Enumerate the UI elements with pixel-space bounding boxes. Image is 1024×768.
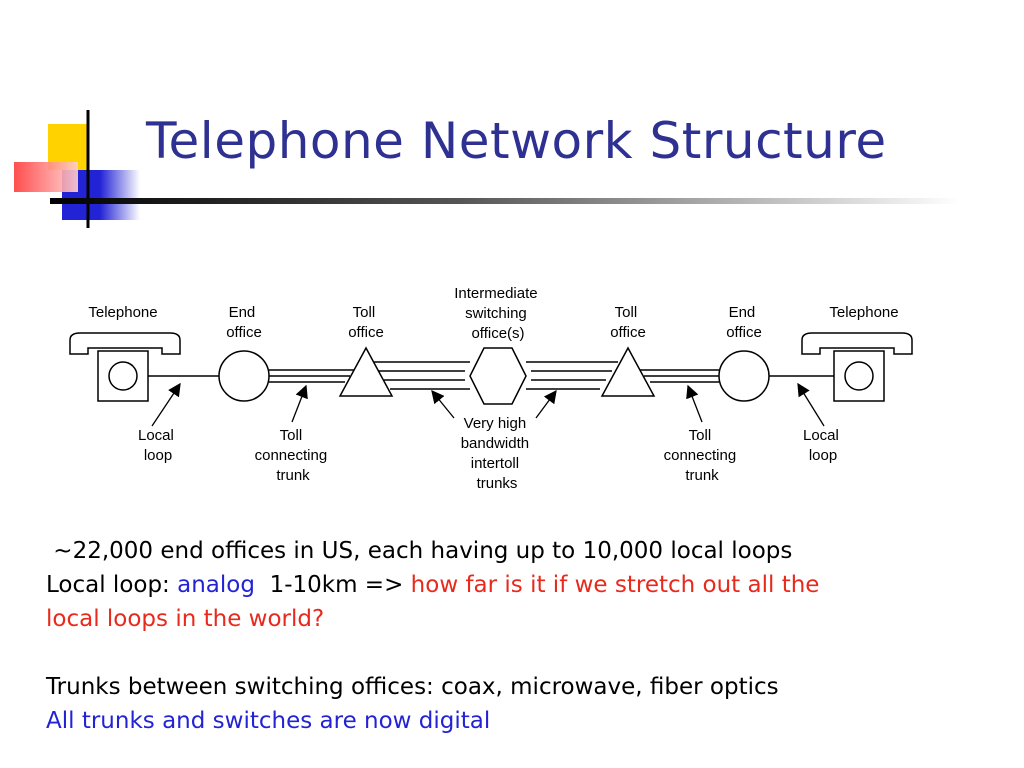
title-divider <box>50 198 960 204</box>
pointer-arrows <box>151 382 825 427</box>
label-local-loop-left: Local loop <box>138 427 178 464</box>
intertoll-trunk-left-lines <box>372 361 470 390</box>
telephone-left-icon <box>69 332 181 402</box>
label-end-office-right: End office <box>726 304 762 341</box>
network-diagram: Telephone End office Toll office Interme… <box>69 285 913 492</box>
label-toll-trunk-left: Toll connecting trunk <box>255 427 332 484</box>
toll-trunk-left-lines <box>269 369 356 383</box>
label-telephone-left: Telephone <box>88 304 157 321</box>
bullet-digital: All trunks and switches are now digital <box>46 708 491 734</box>
label-toll-office-right: Toll office <box>610 304 646 341</box>
label-intertoll-trunks: Very high bandwidth intertoll trunks <box>461 415 534 492</box>
intermediate-office-node <box>469 347 527 405</box>
toll-office-right-node <box>600 346 656 397</box>
question-highlight: how far is it if we stretch out all the <box>410 572 820 598</box>
label-telephone-right: Telephone <box>829 304 898 321</box>
logo-red-bar <box>14 162 78 192</box>
label-local-loop-right: Local loop <box>803 427 843 464</box>
end-office-left-node <box>218 350 270 402</box>
label-toll-trunk-right: Toll connecting trunk <box>664 427 741 484</box>
bullet-end-offices: ~22,000 end offices in US, each having u… <box>46 538 793 564</box>
slide-logo-icon <box>14 110 140 228</box>
toll-office-left-node <box>338 346 394 397</box>
slide-body: ~22,000 end offices in US, each having u… <box>46 534 996 738</box>
intertoll-trunk-right-lines <box>526 361 618 390</box>
label-toll-office-left: Toll office <box>348 304 384 341</box>
logo-blue-fade <box>100 170 140 220</box>
bullet-local-loop: Local loop: analog 1-10km => how far is … <box>46 572 820 598</box>
analog-highlight: analog <box>177 572 255 598</box>
label-end-office-left: End office <box>226 304 262 341</box>
telephone-right-icon <box>801 332 913 402</box>
label-intermediate-office: Intermediate switching office(s) <box>454 285 542 342</box>
toll-trunk-right-lines <box>638 369 719 383</box>
slide-title: Telephone Network Structure <box>146 112 887 170</box>
bullet-trunks: Trunks between switching offices: coax, … <box>46 674 779 700</box>
end-office-right-node <box>718 350 770 402</box>
bullet-local-loop-cont: local loops in the world? <box>46 606 325 632</box>
